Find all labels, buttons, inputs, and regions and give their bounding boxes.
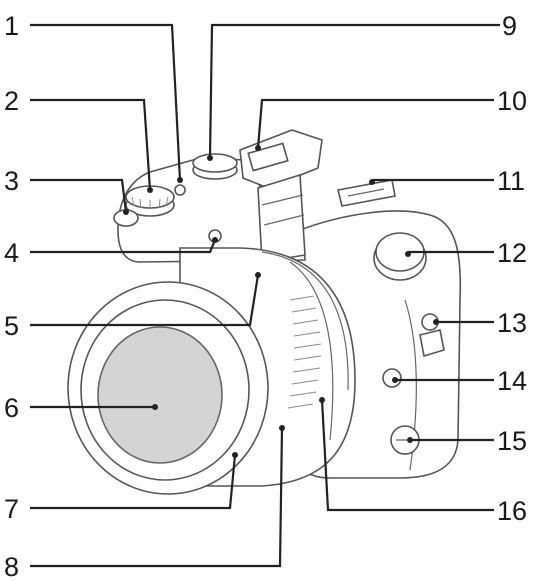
callout-4: 4: [4, 238, 19, 268]
leader-6-dot: [152, 404, 158, 410]
leader-3-dot: [123, 209, 129, 215]
leader-5-dot: [255, 272, 261, 278]
leader-10-dot: [255, 145, 261, 151]
callout-8: 8: [4, 552, 19, 581]
top-dial: [192, 153, 238, 180]
callout-10: 10: [497, 86, 527, 116]
callout-2: 2: [4, 86, 19, 116]
hot-shoe: [337, 179, 396, 207]
callout-6: 6: [4, 393, 19, 423]
popup-flash: [239, 129, 323, 263]
lens-glass: [97, 326, 223, 464]
leader-1: [30, 23, 182, 181]
callout-13: 13: [497, 308, 527, 338]
callout-11: 11: [497, 166, 525, 196]
leader-9: [208, 23, 500, 159]
leader-15-dot: [407, 437, 413, 443]
callout-14: 14: [497, 366, 527, 396]
mode-dial: [125, 185, 175, 217]
leader-lines: [30, 23, 500, 568]
callout-1: 1: [4, 11, 19, 41]
leader-2: [30, 98, 152, 191]
leader-4-dot: [212, 237, 218, 243]
leader-3: [30, 178, 128, 213]
leader-5: [30, 274, 260, 327]
leader-4: [30, 239, 217, 254]
callout-15: 15: [497, 426, 527, 456]
leader-8-dot: [279, 425, 285, 431]
leader-1-dot: [177, 177, 183, 183]
leader-8: [30, 427, 284, 568]
right-dial: [373, 232, 427, 281]
callout-16: 16: [497, 496, 527, 526]
leader-12-dot: [405, 251, 411, 257]
leader-10: [256, 98, 494, 149]
callout-12: 12: [497, 238, 527, 268]
leader-14-dot: [392, 377, 398, 383]
callout-numbers: 1 2 3 4 5 6 7 8 9 10 11 12 13 14 15 16: [4, 11, 527, 581]
focus-mode-dial: [390, 425, 420, 455]
lens-release-button: [382, 368, 402, 388]
callout-9: 9: [502, 11, 517, 41]
leader-7-dot: [232, 452, 238, 458]
callout-7: 7: [4, 494, 19, 524]
leader-2-dot: [147, 187, 153, 193]
leader-7: [30, 454, 237, 510]
leader-16-dot: [319, 397, 325, 403]
leader-9-dot: [207, 155, 213, 161]
callout-5: 5: [4, 311, 19, 341]
camera-illustration: [67, 129, 462, 495]
leader-16: [320, 399, 494, 512]
top-small-button: [174, 184, 186, 196]
leader-13-dot: [433, 319, 439, 325]
strap-lug: [419, 313, 445, 358]
callout-3: 3: [4, 166, 19, 196]
leader-11-dot: [369, 179, 375, 185]
